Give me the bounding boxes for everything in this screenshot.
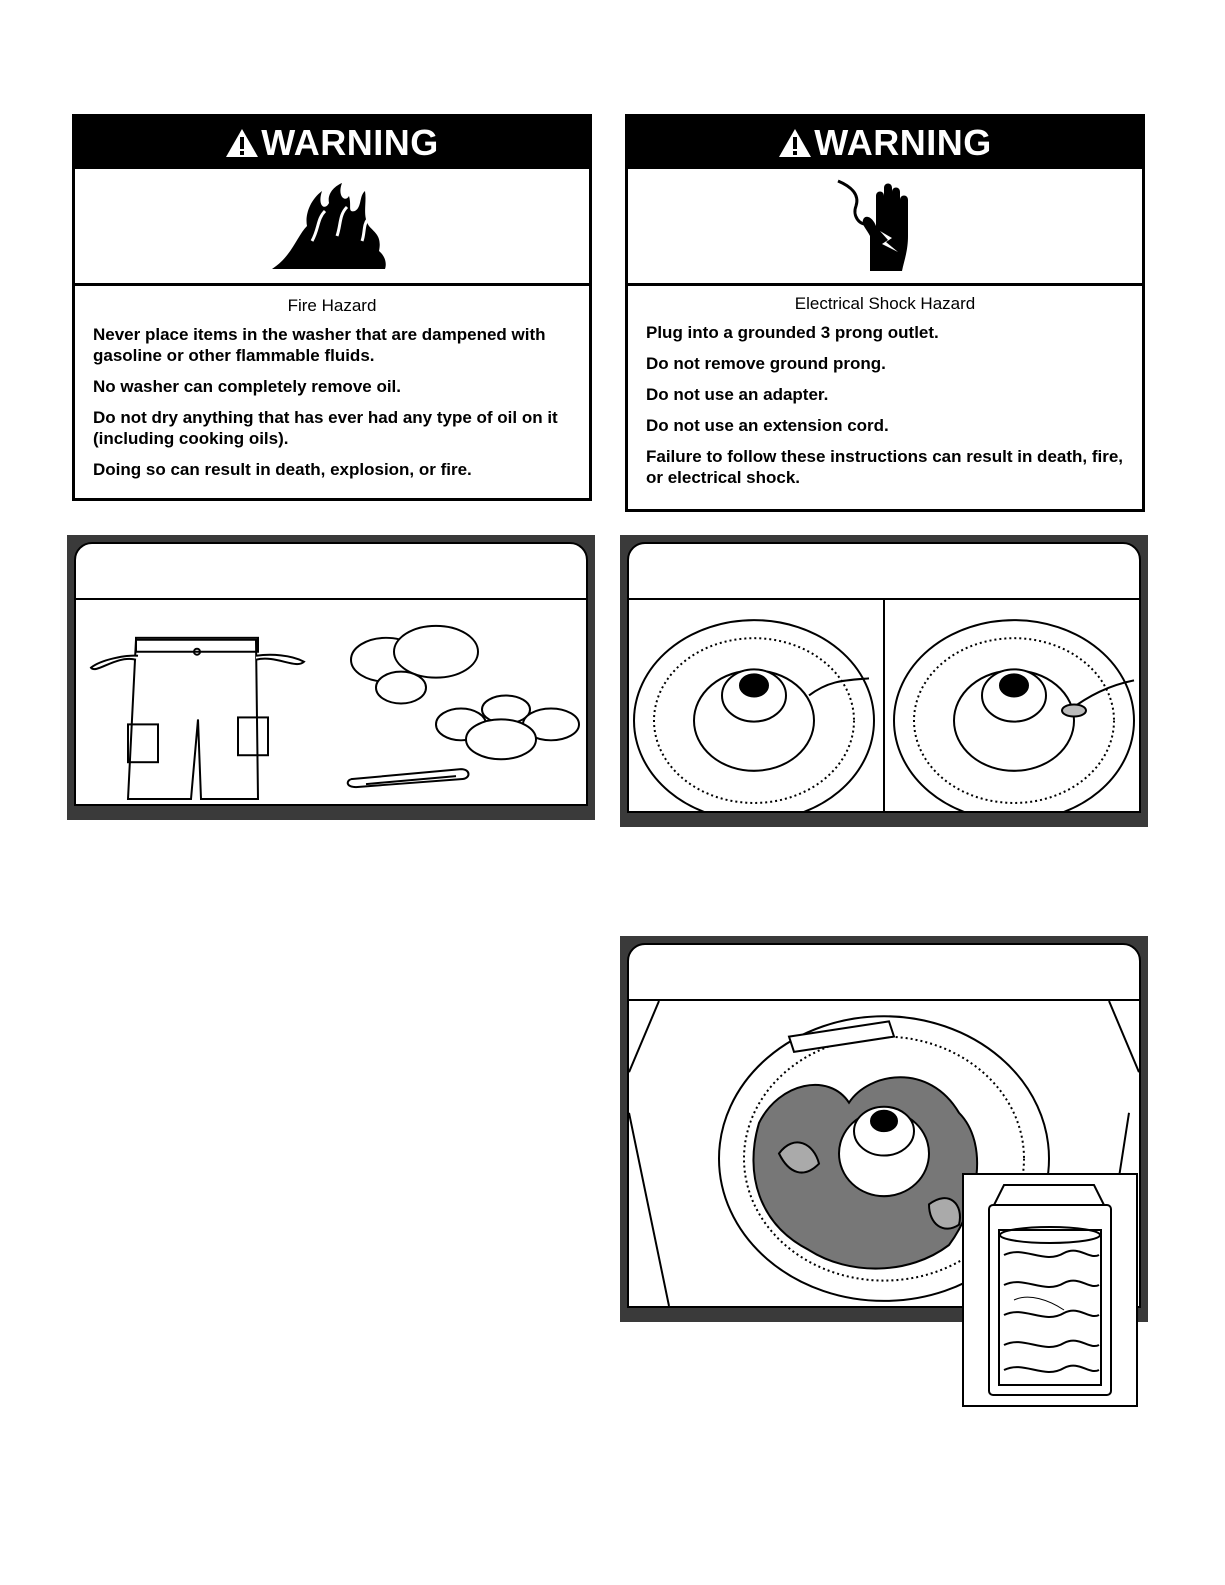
panel-header bbox=[76, 544, 586, 600]
warning-line: Plug into a grounded 3 prong outlet. bbox=[646, 323, 939, 342]
pants-coins-buttons-pins-icon bbox=[89, 624, 580, 801]
fire-icon bbox=[272, 183, 386, 269]
warning-header: WARNING bbox=[628, 117, 1142, 169]
electrical-shock-hand-icon bbox=[837, 179, 908, 271]
warning-line: Failure to follow these instructions can… bbox=[646, 447, 1124, 487]
shock-icon-area bbox=[628, 169, 1142, 286]
warning-line: Do not use an adapter. bbox=[646, 385, 829, 404]
warning-line: Do not use an extension cord. bbox=[646, 416, 889, 435]
warning-line: Never place items in the washer that are… bbox=[93, 325, 546, 365]
add-detergent-illustration bbox=[620, 535, 1148, 827]
fire-hazard-warning: WARNING Fire Hazard Never place items in… bbox=[72, 114, 592, 501]
hazard-title: Fire Hazard bbox=[287, 296, 377, 315]
washer-basket-pour-icon bbox=[633, 600, 1135, 811]
warning-line: Do not remove ground prong. bbox=[646, 354, 886, 373]
electrical-shock-warning: WARNING Electrical Shock Hazard Plug int… bbox=[625, 114, 1145, 512]
warning-line: Doing so can result in death, explosion,… bbox=[93, 460, 472, 479]
warning-line: Do not dry anything that has ever had an… bbox=[93, 408, 558, 448]
empty-pockets-illustration bbox=[67, 535, 595, 820]
alert-triangle-icon bbox=[226, 129, 259, 157]
warning-header-text: WARNING bbox=[814, 122, 992, 163]
panel-header bbox=[629, 544, 1139, 600]
panel-header bbox=[629, 945, 1139, 1001]
alert-triangle-icon bbox=[779, 129, 812, 157]
fire-icon-area bbox=[75, 169, 589, 286]
washer-inset-icon bbox=[988, 1184, 1112, 1396]
warning-header-text: WARNING bbox=[261, 122, 439, 163]
warning-header: WARNING bbox=[75, 117, 589, 169]
washer-load-inset bbox=[962, 1173, 1138, 1407]
warning-line: No washer can completely remove oil. bbox=[93, 377, 402, 396]
hazard-title: Electrical Shock Hazard bbox=[794, 294, 976, 313]
